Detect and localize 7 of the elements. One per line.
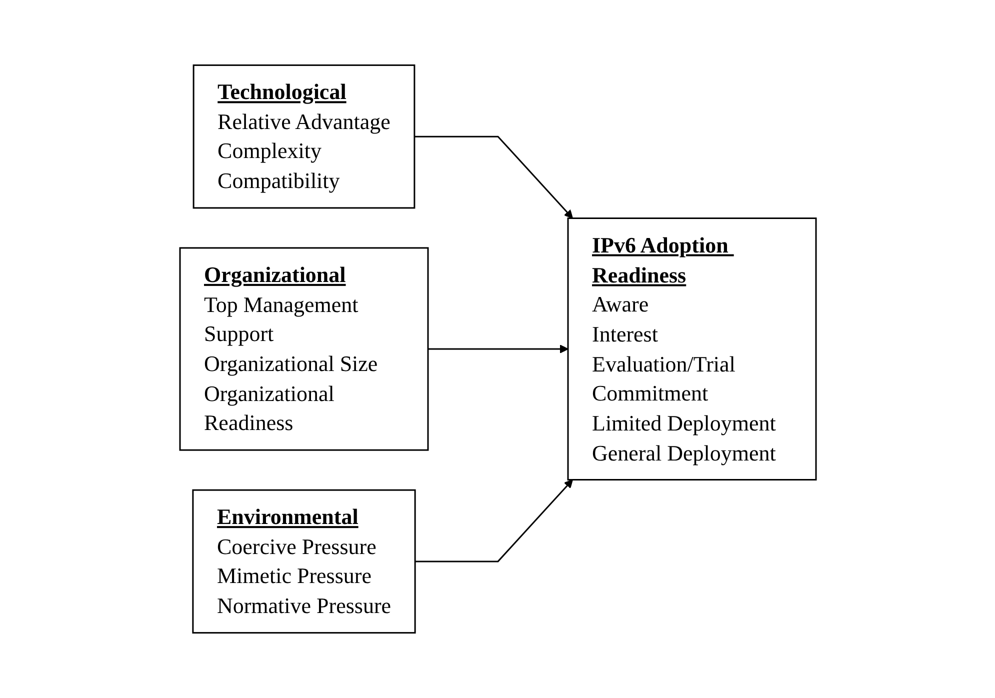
node-box: Organizational Top Management Support Organizational Size Organizational Readiness bbox=[178, 247, 428, 451]
arrow bbox=[414, 479, 572, 562]
node-box: Technological Relative Advantage Complexity Compatibility bbox=[192, 64, 415, 209]
node-box: IPv6 Adoption Readiness Aware Interest Evaluation/Trial Commitment Limited Deployment General Deployment bbox=[566, 218, 816, 480]
node-box: Environmental Coercive Pressure Mimetic Pressure Normative Pressure bbox=[192, 489, 416, 634]
arrow bbox=[414, 136, 572, 219]
arrow bbox=[428, 344, 568, 354]
